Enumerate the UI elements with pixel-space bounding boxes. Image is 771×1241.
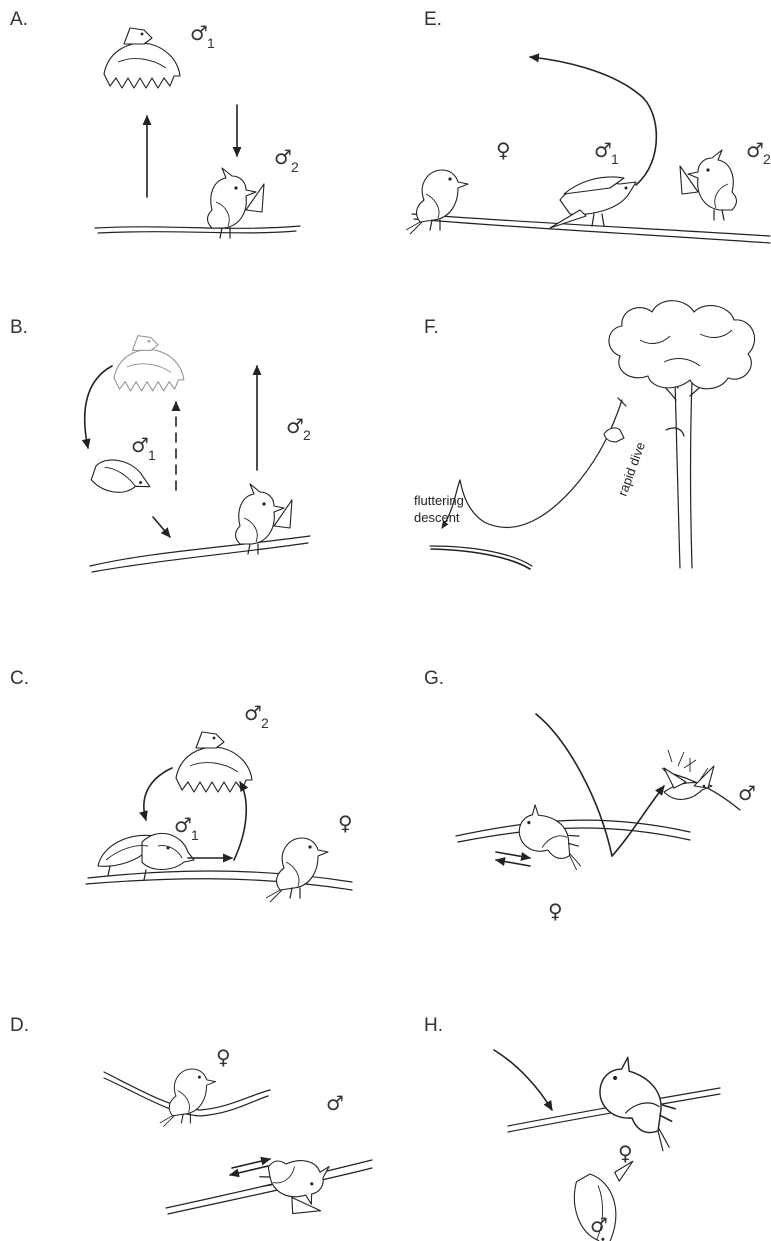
male-1-flying-faint-bird (114, 336, 184, 391)
panel-h: ♀ ♂ (494, 1050, 720, 1241)
female-symbol-g: ♀ (548, 899, 563, 923)
diving-bird-f (604, 428, 624, 442)
panel-label-a: A. (10, 9, 28, 30)
panel-b: ♂ 1 ♂ 2 (85, 336, 311, 572)
panel-label-f: F. (424, 317, 439, 338)
male-1-displaying-pair-c (98, 833, 194, 880)
male-2-crested-bird-e (680, 150, 737, 220)
male-symbol-e2: ♂ (746, 138, 764, 162)
panel-label-d: D. (10, 1015, 29, 1036)
female-symbol-c: ♀ (338, 811, 353, 835)
descent-caption: descent (414, 510, 460, 525)
male-1-flying-bird (104, 28, 180, 88)
panel-f: rapid dive fluttering descent (414, 301, 755, 569)
male-subscript-b2: 2 (303, 427, 311, 443)
male-symbol-d: ♂ (326, 1091, 344, 1115)
female-symbol-d: ♀ (216, 1045, 231, 1069)
male-subscript-a1: 1 (207, 35, 215, 51)
tree (609, 301, 755, 568)
male-symbol-b1: ♂ (131, 433, 149, 457)
panel-label-g: G. (424, 668, 444, 689)
male-symbol-a2: ♂ (274, 145, 292, 169)
male-subscript-e2: 2 (763, 151, 771, 167)
male-crested-bird-d (258, 1152, 337, 1220)
male-symbol-c1: ♂ (174, 813, 192, 837)
female-upright-bird-g (517, 804, 585, 870)
male-symbol-c2: ♂ (244, 701, 262, 725)
panel-label-b: B. (10, 317, 28, 338)
male-subscript-b1: 1 (148, 447, 156, 463)
male-symbol-a1: ♂ (190, 21, 208, 45)
female-bird-c (266, 838, 328, 902)
panel-g: ♂ ♀ (456, 714, 756, 923)
male-1-displaying-bird (550, 177, 636, 228)
panel-label-e: E. (424, 9, 442, 30)
panel-label-h: H. (424, 1015, 443, 1036)
rapid-dive-caption: rapid dive (615, 440, 648, 498)
female-upright-bird-h (588, 1052, 690, 1152)
male-symbol-g: ♂ (738, 781, 756, 805)
panel-d: ♀ ♂ (104, 1045, 372, 1220)
female-bird-e (406, 170, 468, 234)
male-symbol-e1: ♂ (594, 138, 612, 162)
female-symbol-e: ♀ (496, 138, 511, 162)
fluttering-caption: fluttering (414, 493, 464, 508)
female-symbol-h: ♀ (618, 1141, 633, 1165)
panel-e: ♀ ♂ 1 ♂ 2 (406, 57, 771, 243)
panel-a: ♂ 1 ♂ 2 (95, 21, 300, 238)
male-subscript-a2: 2 (291, 159, 299, 175)
panel-label-c: C. (10, 668, 29, 689)
male-subscript-c1: 1 (191, 827, 199, 843)
male-2-crested-bird-b (236, 484, 293, 554)
female-bird-d (160, 1069, 216, 1127)
male-subscript-c2: 2 (261, 715, 269, 731)
panel-c: ♂ 2 ♂ 1 ♀ (86, 701, 353, 902)
male-symbol-b2: ♂ (286, 414, 304, 438)
male-symbol-h: ♂ (590, 1213, 608, 1237)
male-1-diving-bird (87, 449, 153, 511)
male-subscript-e1: 1 (611, 151, 619, 167)
